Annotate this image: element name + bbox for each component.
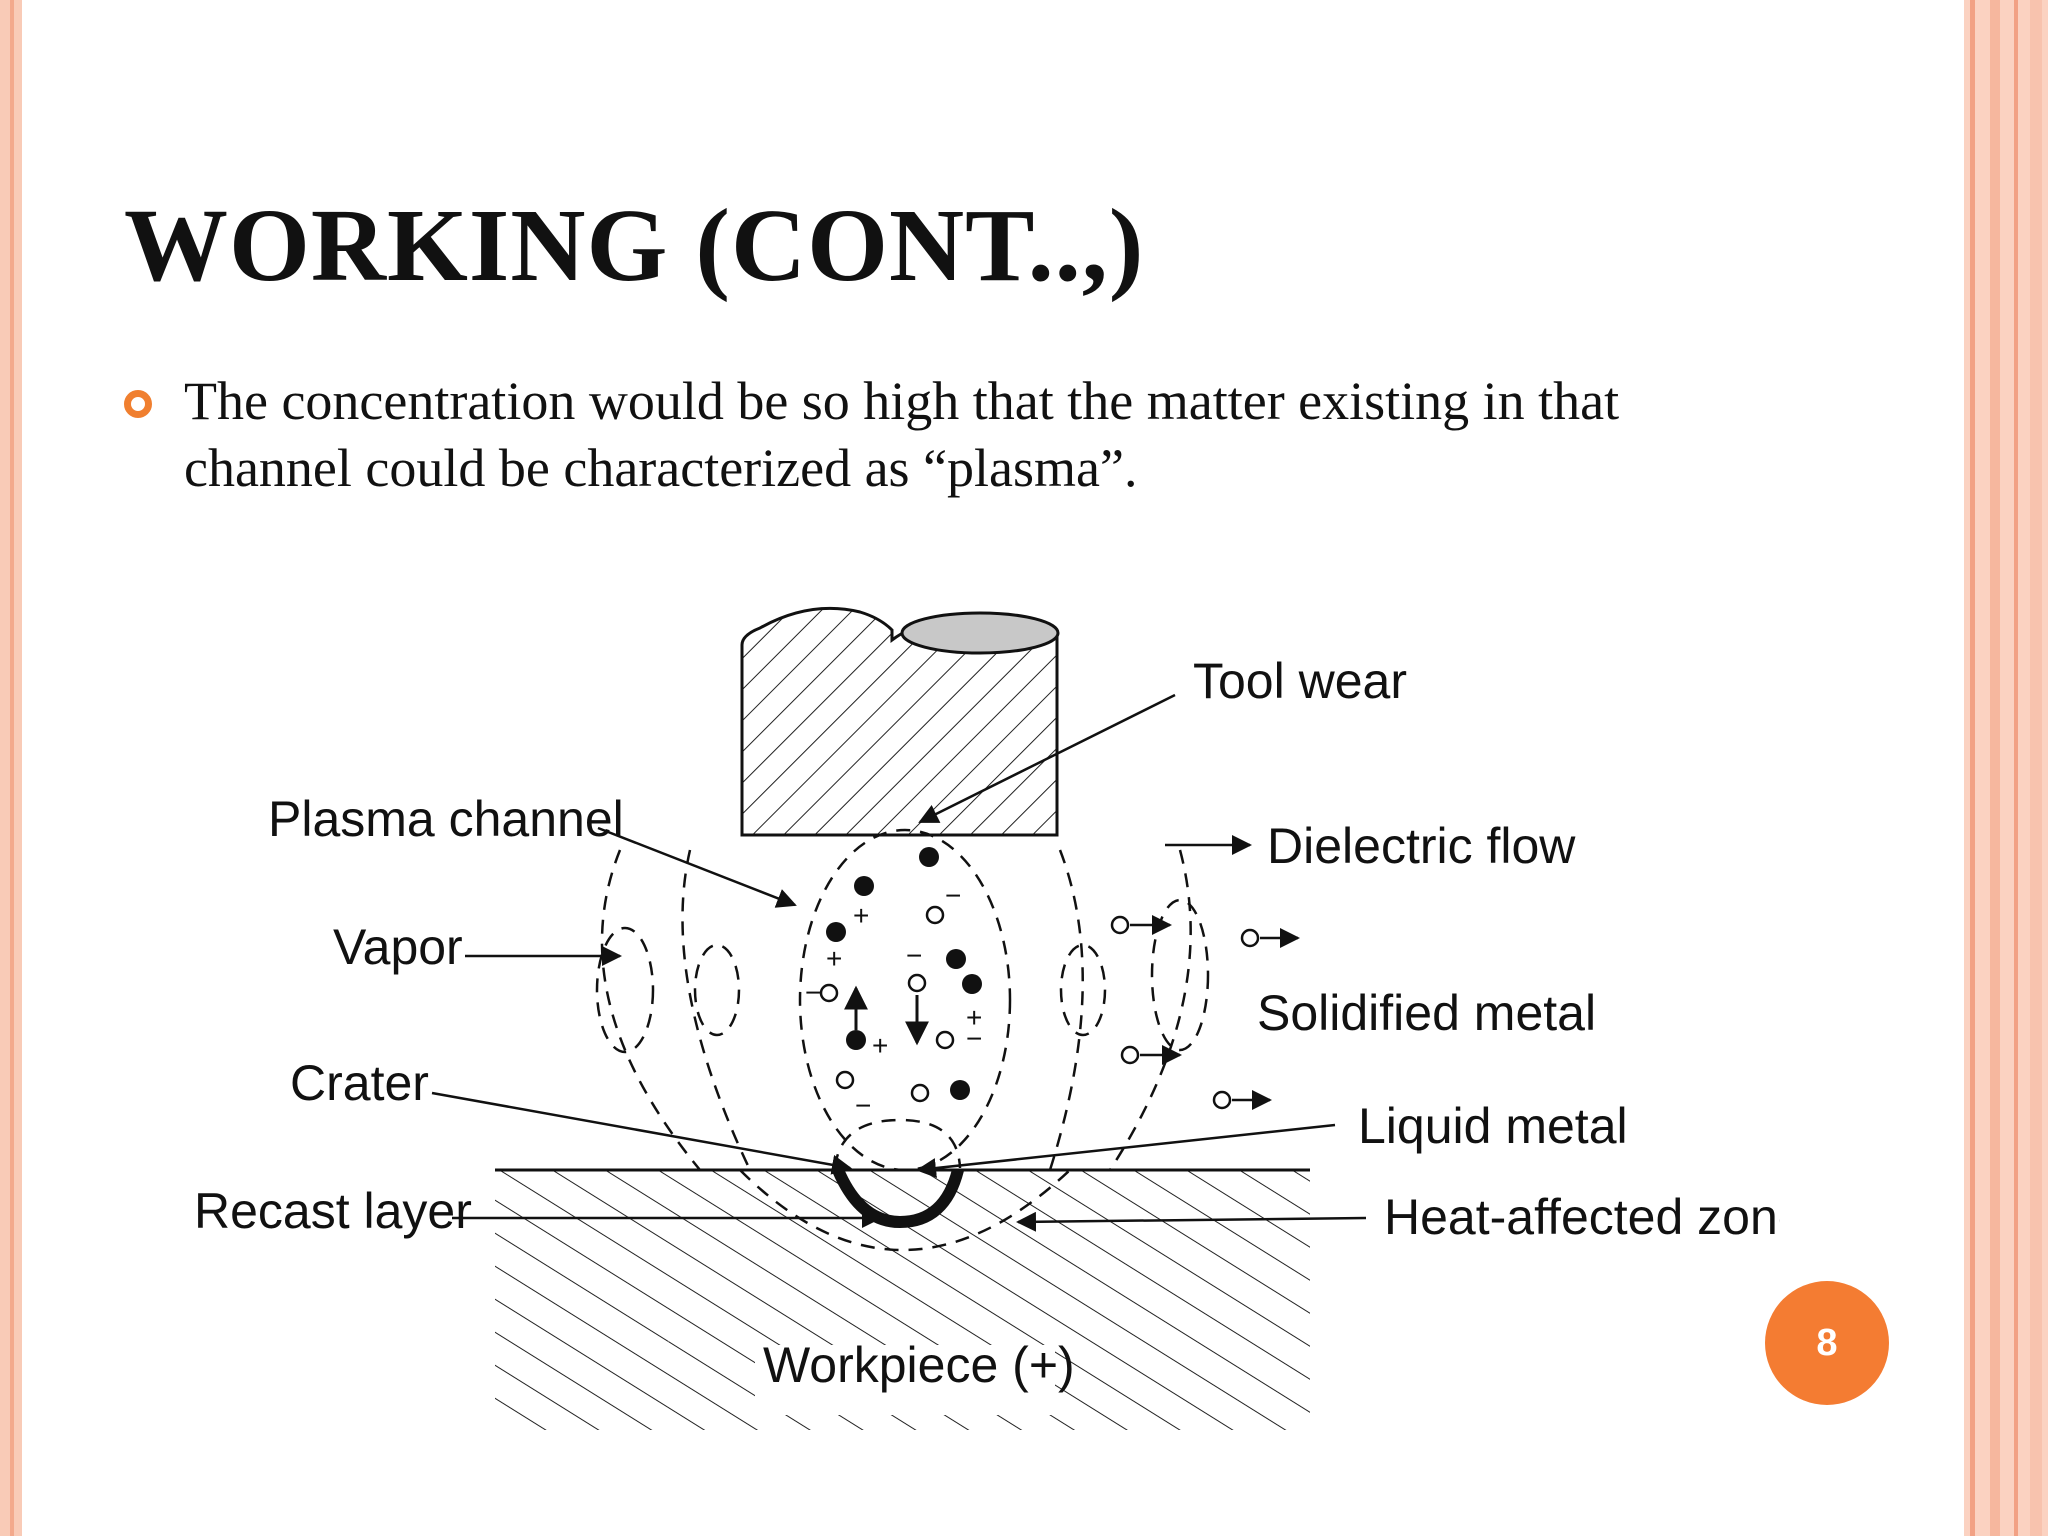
tool-electrode (740, 606, 1060, 837)
svg-text:−: − (805, 977, 821, 1008)
workpiece-block (495, 1168, 1310, 1430)
label-workpiece: Workpiece (+) (763, 1337, 1075, 1393)
bullet-text: The concentration would be so high that … (184, 371, 1620, 498)
recast-layer (832, 1167, 964, 1229)
svg-text:+: + (826, 943, 842, 974)
label-recast-layer: Recast layer (194, 1183, 472, 1239)
page-number-badge: 8 (1765, 1281, 1889, 1405)
plasma-particles: + + + + − − − − − (805, 847, 1300, 1121)
right-frame-border (1964, 0, 2048, 1536)
svg-text:−: − (906, 940, 922, 971)
slide-title: WORKING (CONT..,) (124, 188, 1145, 303)
svg-text:+: + (966, 1002, 982, 1033)
svg-text:+: + (872, 1030, 888, 1061)
label-solidified-metal: Solidified metal (1257, 985, 1596, 1041)
hollow-circle-bullet-icon (124, 390, 152, 418)
leader-lines (431, 693, 1367, 1232)
label-crater: Crater (290, 1055, 429, 1111)
label-vapor: Vapor (333, 919, 463, 975)
svg-text:−: − (945, 880, 961, 911)
label-tool-wear: Tool wear (1193, 653, 1407, 709)
svg-text:+: + (853, 900, 869, 931)
label-dielectric-flow: Dielectric flow (1267, 818, 1576, 874)
svg-text:−: − (855, 1090, 871, 1121)
label-liquid-metal: Liquid metal (1358, 1098, 1628, 1154)
label-plasma-channel: Plasma channel (268, 791, 624, 847)
left-frame-border (0, 0, 22, 1536)
label-heat-affected-zone: Heat-affected zone (1384, 1189, 1780, 1245)
svg-text:−: − (966, 1023, 982, 1054)
edm-plasma-diagram: + + + + − − − − − Tool wear Plasma chann… (194, 606, 1780, 1430)
